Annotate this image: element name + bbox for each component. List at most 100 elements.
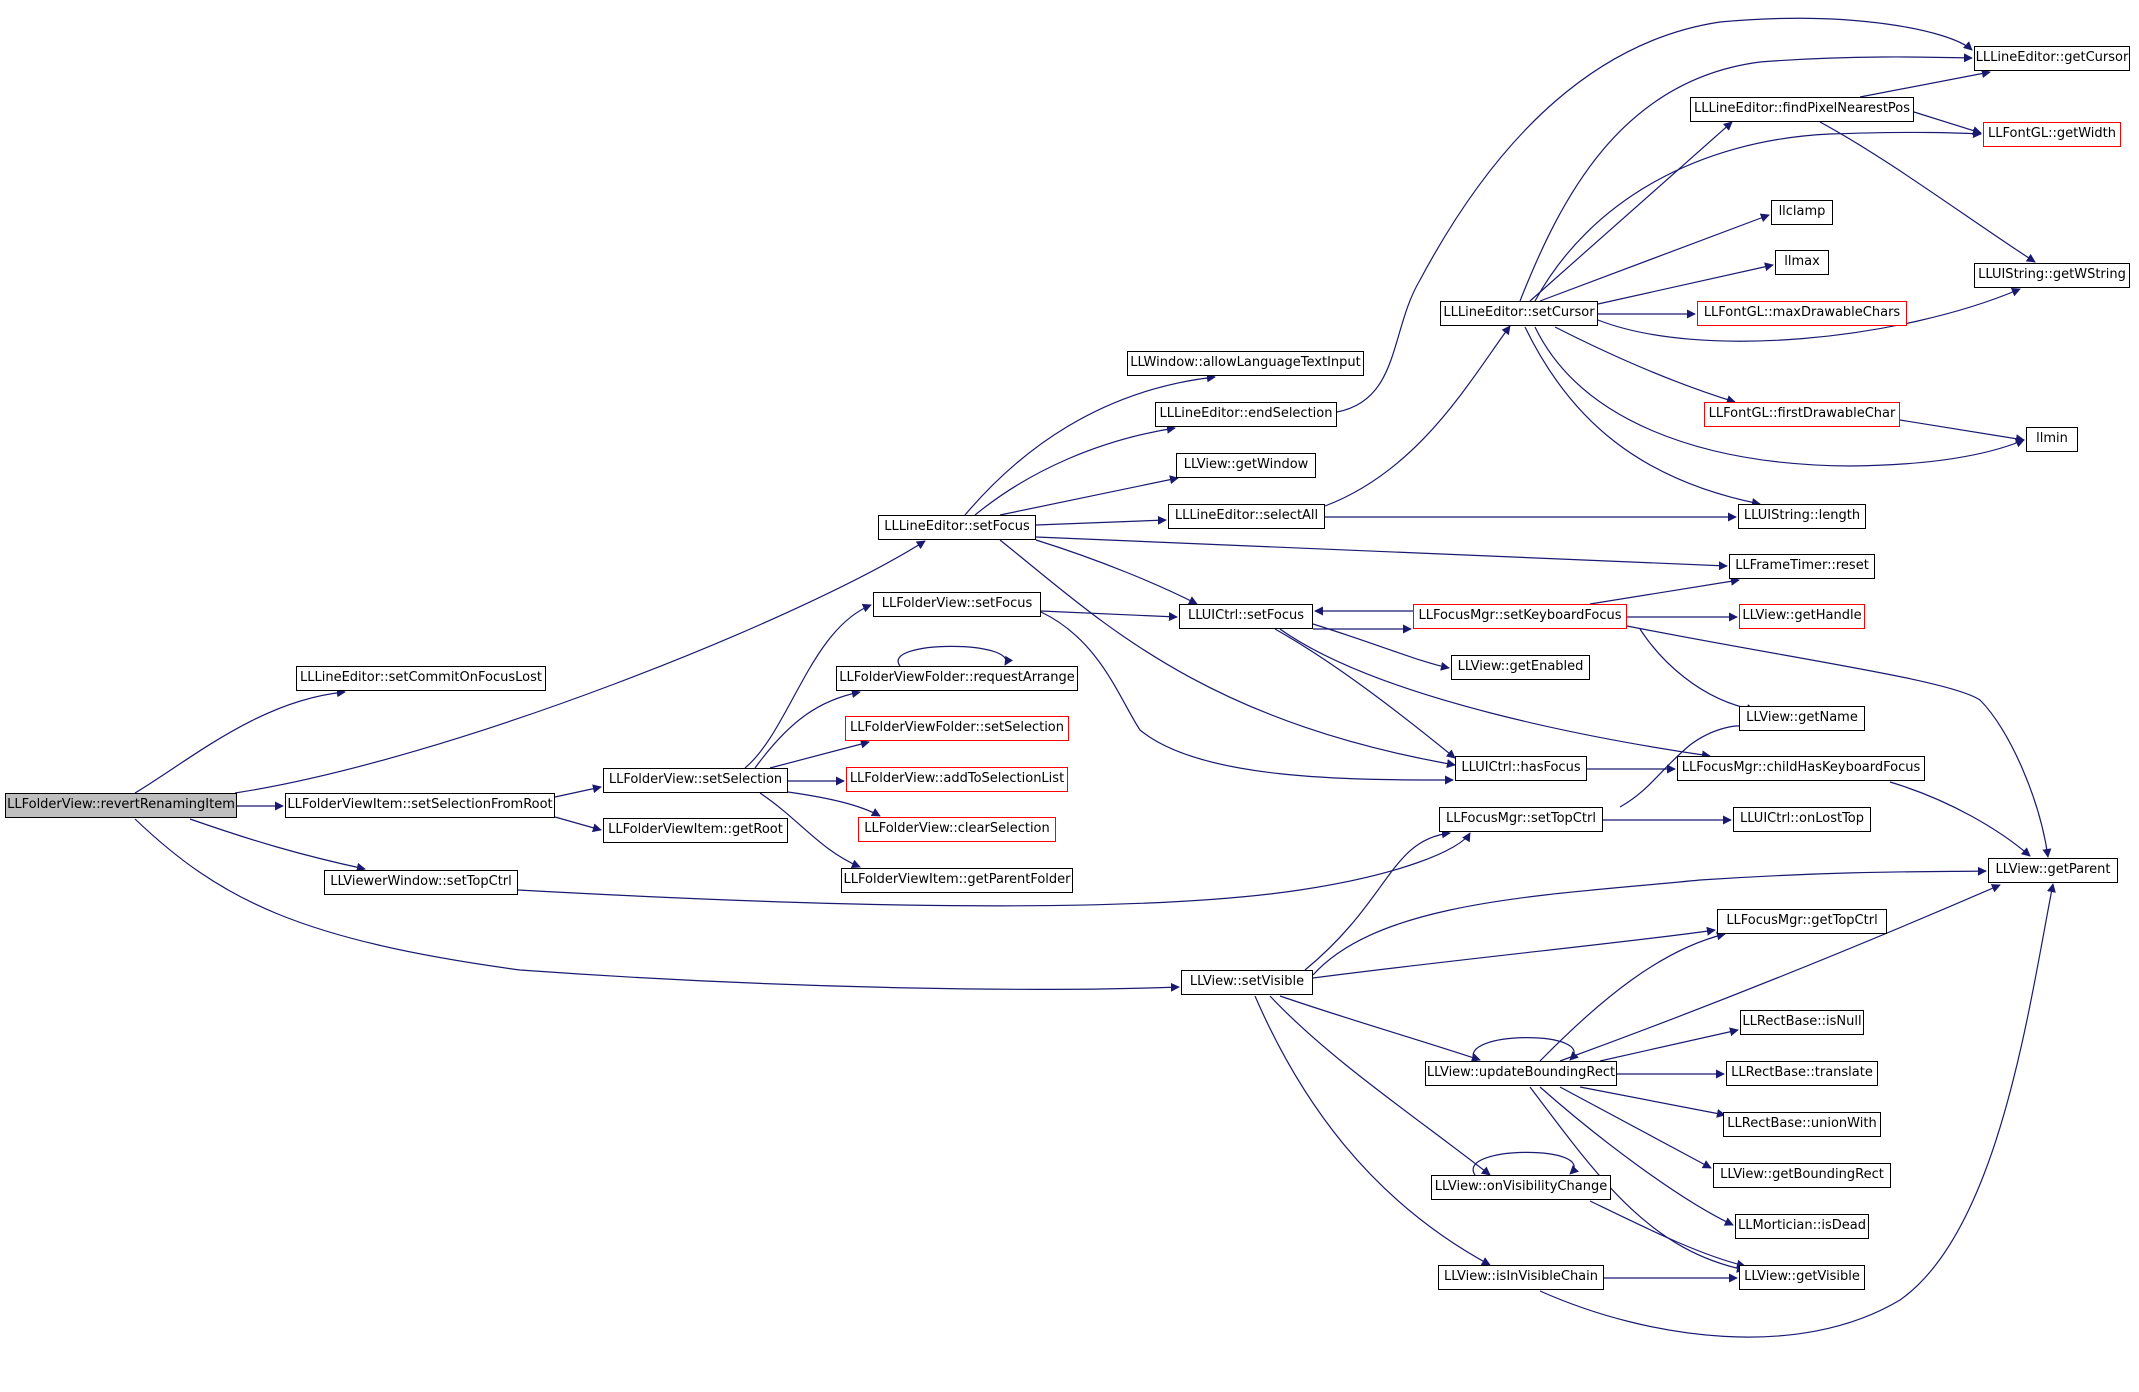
node-set-selection-from-root[interactable]: LLFolderViewItem::setSelectionFromRoot xyxy=(285,793,555,818)
node-is-dead[interactable]: LLMortician::isDead xyxy=(1735,1214,1869,1239)
node-update-bounding-rect[interactable]: LLView::updateBoundingRect xyxy=(1425,1061,1617,1086)
edge-ui-ctrl-set-focus-to-ui-ctrl-has-focus xyxy=(1274,628,1456,759)
edge-set-selection-from-root-to-get-root xyxy=(554,816,602,833)
edge-set-cursor-to-llclamp xyxy=(1539,213,1770,302)
node-set-commit-on-focus-lost[interactable]: LLLineEditor::setCommitOnFocusLost xyxy=(296,666,546,691)
edge-update-bounding-rect-to-get-visible xyxy=(1529,1086,1746,1273)
edge-set-keyboard-focus-to-frame-timer-reset xyxy=(1589,576,1740,605)
edge-folder-view-set-focus-to-ui-ctrl-has-focus xyxy=(1040,611,1454,785)
node-ui-ctrl-has-focus[interactable]: LLUICtrl::hasFocus xyxy=(1455,756,1587,781)
node-get-parent-folder[interactable]: LLFolderViewItem::getParentFolder xyxy=(841,868,1073,893)
edge-folder-set-selection-to-folder-view-set-focus xyxy=(744,603,872,769)
edge-folder-view-set-focus-to-ui-ctrl-set-focus xyxy=(1040,610,1178,622)
node-first-drawable-char[interactable]: LLFontGL::firstDrawableChar xyxy=(1704,402,1900,427)
edge-line-editor-set-focus-to-ui-ctrl-has-focus xyxy=(999,539,1456,769)
node-ui-string-length[interactable]: LLUIString::length xyxy=(1738,504,1866,529)
edge-set-visible-to-on-visibility-change xyxy=(1269,995,1491,1176)
node-select-all[interactable]: LLLineEditor::selectAll xyxy=(1168,504,1325,529)
edge-update-bounding-rect-to-is-null xyxy=(1599,1027,1739,1062)
node-focus-mgr-set-top-ctrl[interactable]: LLFocusMgr::setTopCtrl xyxy=(1439,807,1603,832)
edge-update-bounding-rect-to-get-bounding-rect xyxy=(1559,1086,1712,1169)
node-union-with[interactable]: LLRectBase::unionWith xyxy=(1723,1112,1881,1137)
node-request-arrange[interactable]: LLFolderViewFolder::requestArrange xyxy=(836,666,1078,691)
node-translate[interactable]: LLRectBase::translate xyxy=(1726,1061,1878,1086)
edge-set-visible-to-is-in-visible-chain xyxy=(1254,995,1491,1266)
edge-line-editor-set-focus-to-select-all xyxy=(1035,515,1167,526)
edge-update-bounding-rect-to-get-parent xyxy=(1559,884,2001,1062)
node-on-lost-top[interactable]: LLUICtrl::onLostTop xyxy=(1733,807,1871,832)
edge-ui-ctrl-set-focus-to-get-enabled xyxy=(1312,623,1450,671)
node-view-set-visible[interactable]: LLView::setVisible xyxy=(1181,970,1313,995)
edge-is-in-visible-chain-to-get-parent xyxy=(1539,883,2056,1338)
node-focus-mgr-get-top-ctrl[interactable]: LLFocusMgr::getTopCtrl xyxy=(1717,909,1887,934)
edge-folder-set-selection-to-folder-set-selection xyxy=(769,739,870,769)
edge-set-keyboard-focus-to-get-name xyxy=(1639,628,1756,713)
node-get-width[interactable]: LLFontGL::getWidth xyxy=(1983,122,2121,147)
edge-set-cursor-to-get-cursor xyxy=(1519,53,1973,302)
node-llmax[interactable]: llmax xyxy=(1775,250,1829,275)
node-get-root[interactable]: LLFolderViewItem::getRoot xyxy=(603,818,788,843)
edge-set-visible-to-get-parent xyxy=(1312,866,1987,976)
edge-set-cursor-to-llmin xyxy=(1534,326,2025,467)
edge-set-cursor-to-first-drawable-char xyxy=(1554,326,1736,404)
edge-line-editor-set-focus-to-frame-timer-reset xyxy=(1035,536,1728,571)
node-get-name[interactable]: LLView::getName xyxy=(1739,706,1865,731)
node-is-in-visible-chain[interactable]: LLView::isInVisibleChain xyxy=(1438,1265,1604,1290)
node-child-has-keyboard-focus[interactable]: LLFocusMgr::childHasKeyboardFocus xyxy=(1677,756,1925,781)
edge-find-pixel-nearest-pos-to-get-w-string xyxy=(1819,121,2036,263)
edge-focus-mgr-set-top-ctrl-to-get-name xyxy=(1619,721,1756,808)
edge-line-editor-set-focus-to-get-window xyxy=(999,475,1179,516)
node-get-visible[interactable]: LLView::getVisible xyxy=(1739,1265,1865,1290)
node-is-null[interactable]: LLRectBase::isNull xyxy=(1740,1010,1864,1035)
edge-update-bounding-rect-to-focus-mgr-get-top-ctrl xyxy=(1539,931,1726,1062)
node-get-bounding-rect[interactable]: LLView::getBoundingRect xyxy=(1713,1163,1891,1188)
edge-ui-ctrl-set-focus-to-child-has-keyboard-focus xyxy=(1279,628,1711,760)
edge-root-to-set-commit xyxy=(134,688,346,794)
edge-update-bounding-rect-self-loop xyxy=(1472,1037,1579,1062)
edge-folder-set-selection-to-get-parent-folder xyxy=(759,792,861,868)
edge-set-visible-to-update-bounding-rect xyxy=(1279,995,1481,1062)
node-line-editor-set-cursor[interactable]: LLLineEditor::setCursor xyxy=(1440,301,1598,326)
edge-first-drawable-char-to-llmin xyxy=(1899,419,2025,444)
edge-find-pixel-nearest-pos-to-get-cursor xyxy=(1859,69,1991,98)
edge-select-all-to-set-cursor xyxy=(1324,325,1511,507)
edge-end-selection-to-get-cursor xyxy=(1336,17,1973,413)
edge-set-cursor-to-ui-string-length xyxy=(1524,326,1761,507)
edge-root-to-set-visible xyxy=(134,818,1180,992)
node-end-selection[interactable]: LLLineEditor::endSelection xyxy=(1155,402,1337,427)
node-get-w-string[interactable]: LLUIString::getWString xyxy=(1974,263,2130,288)
node-get-enabled[interactable]: LLView::getEnabled xyxy=(1451,655,1590,680)
edge-update-bounding-rect-to-is-dead xyxy=(1539,1086,1734,1226)
node-llclamp[interactable]: llclamp xyxy=(1771,200,1833,225)
node-max-drawable-chars[interactable]: LLFontGL::maxDrawableChars xyxy=(1697,301,1907,326)
node-on-visibility-change[interactable]: LLView::onVisibilityChange xyxy=(1431,1175,1611,1200)
edge-find-pixel-nearest-pos-to-get-width xyxy=(1913,111,1982,135)
edge-line-editor-set-focus-to-allow-language xyxy=(964,373,1216,516)
node-llmin[interactable]: llmin xyxy=(2026,427,2078,452)
node-get-window[interactable]: LLView::getWindow xyxy=(1176,453,1316,478)
edge-set-visible-to-focus-mgr-set-top-ctrl xyxy=(1304,829,1451,971)
node-folder-view-set-selection[interactable]: LLFolderView::setSelection xyxy=(603,768,788,793)
node-add-to-selection-list[interactable]: LLFolderView::addToSelectionList xyxy=(846,767,1068,792)
node-get-parent[interactable]: LLView::getParent xyxy=(1988,858,2118,883)
edge-set-cursor-to-get-width xyxy=(1534,129,1982,302)
node-set-keyboard-focus[interactable]: LLFocusMgr::setKeyboardFocus xyxy=(1413,604,1627,629)
edge-set-selection-from-root-to-folder-set-selection xyxy=(554,784,602,798)
node-folder-set-selection[interactable]: LLFolderViewFolder::setSelection xyxy=(845,716,1069,741)
edge-set-keyboard-focus-to-get-parent xyxy=(1626,625,2052,858)
node-folder-view-set-focus[interactable]: LLFolderView::setFocus xyxy=(873,592,1041,617)
edge-on-visibility-change-self-loop xyxy=(1472,1151,1579,1176)
node-clear-selection[interactable]: LLFolderView::clearSelection xyxy=(858,817,1056,842)
node-ui-ctrl-set-focus[interactable]: LLUICtrl::setFocus xyxy=(1179,604,1313,629)
node-get-cursor[interactable]: LLLineEditor::getCursor xyxy=(1974,46,2130,71)
edge-root-to-line-editor-set-focus xyxy=(234,540,926,794)
node-viewer-window-set-top-ctrl[interactable]: LLViewerWindow::setTopCtrl xyxy=(324,870,518,895)
node-find-pixel-nearest-pos[interactable]: LLLineEditor::findPixelNearestPos xyxy=(1690,97,1914,122)
node-line-editor-set-focus[interactable]: LLLineEditor::setFocus xyxy=(878,515,1036,540)
node-frame-timer-reset[interactable]: LLFrameTimer::reset xyxy=(1729,554,1875,579)
node-allow-language-text-input[interactable]: LLWindow::allowLanguageTextInput xyxy=(1127,351,1364,376)
node-get-handle[interactable]: LLView::getHandle xyxy=(1739,604,1865,629)
edge-on-visibility-change-to-get-visible xyxy=(1589,1200,1746,1269)
